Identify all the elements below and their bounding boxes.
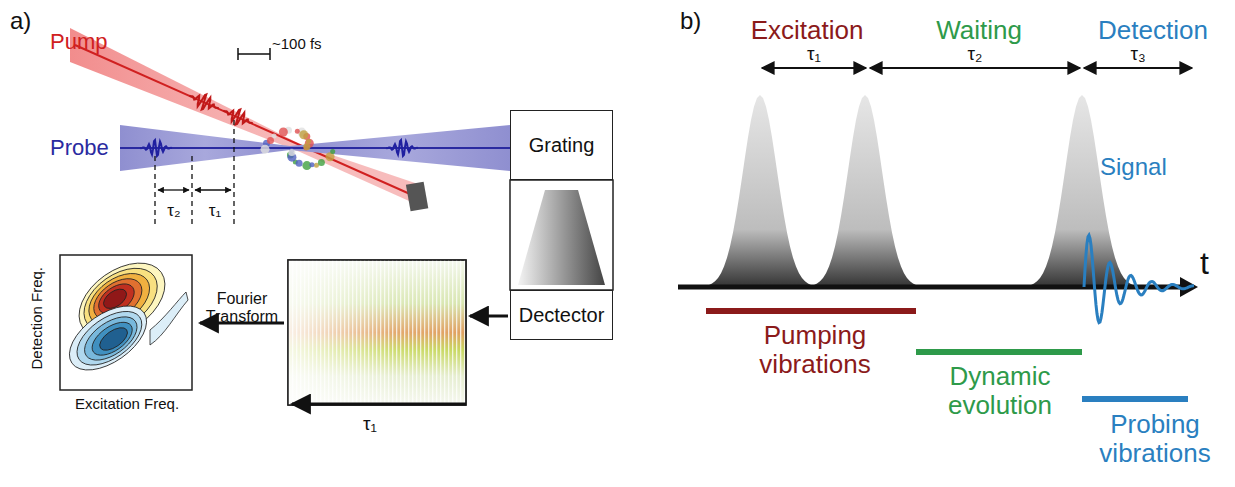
duration-label: ~100 fs (272, 36, 322, 53)
panel-letter: a) (10, 8, 31, 34)
axis-label: Excitation Freq. (52, 396, 202, 413)
signal-label: Signal (1100, 154, 1167, 180)
stage-caption: Probing vibrations (1085, 410, 1225, 467)
instrument-box: Grating (510, 110, 613, 180)
axis-label: Detection Freq. (29, 253, 46, 383)
beam-label: Probe (50, 136, 109, 160)
delay-label: τ₂ (158, 202, 190, 221)
delay-label: τ₂ (955, 44, 995, 65)
stage-label: Detection (1088, 16, 1218, 45)
delay-label: τ₁ (197, 202, 233, 221)
arrow-label: Fourier Transform (196, 290, 288, 325)
delay-label: τ₁ (794, 44, 834, 65)
delay-label: τ₁ (350, 414, 390, 435)
box-text: Grating (529, 134, 595, 157)
stage-label: Excitation (742, 16, 872, 45)
stage-caption: Dynamic evolution (930, 362, 1070, 419)
box-text: Dectector (519, 304, 605, 327)
panel-letter: b) (680, 8, 701, 34)
beam-label: Pump (50, 30, 107, 54)
axis-label: t (1200, 246, 1209, 281)
stage-caption: Pumping vibrations (745, 321, 885, 378)
stage-label: Waiting (914, 16, 1044, 45)
delay-label: τ₃ (1118, 44, 1158, 65)
instrument-box: Dectector (510, 290, 613, 340)
